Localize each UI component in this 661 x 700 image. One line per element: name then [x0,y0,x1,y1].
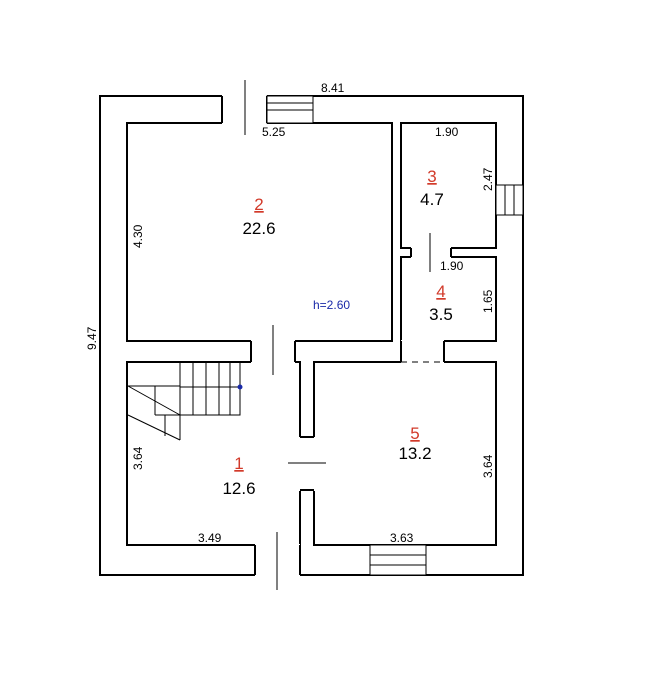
dim-room2-height: 4.30 [131,224,145,248]
room-5-number: 5 [410,424,419,443]
room-4-number: 4 [436,282,445,301]
dim-room4-width: 1.90 [440,259,464,273]
opening-4-5 [401,340,444,363]
dim-room5-height: 3.64 [481,454,495,478]
room-2-number: 2 [254,195,263,214]
room-1-number: 1 [234,454,243,473]
room-3-area: 4.7 [420,190,444,209]
dim-room3-width: 1.90 [435,125,459,139]
dim-outer-width: 8.41 [321,81,345,95]
door-3-4-gap [411,247,451,258]
window-top [266,95,314,124]
dim-room1-width: 3.49 [198,531,222,545]
dim-room5-width: 3.63 [390,531,414,545]
dim-room4-height: 1.65 [481,289,495,313]
room-2-area: 22.6 [242,219,275,238]
room-1-area: 12.6 [222,479,255,498]
dim-room2-width: 5.25 [262,125,286,139]
ceiling-height-note: h=2.60 [313,298,350,312]
staircase [127,361,243,441]
dim-room1-height: 3.64 [131,446,145,470]
window-bottom [369,544,427,576]
dim-room3-height: 2.47 [481,167,495,191]
room-4-area: 3.5 [429,305,453,324]
dim-outer-height: 9.47 [85,326,99,350]
room-3-number: 3 [427,167,436,186]
window-right [495,184,524,216]
room-5-area: 13.2 [398,444,431,463]
walls [99,95,524,576]
door-1-5-gap [299,437,315,491]
